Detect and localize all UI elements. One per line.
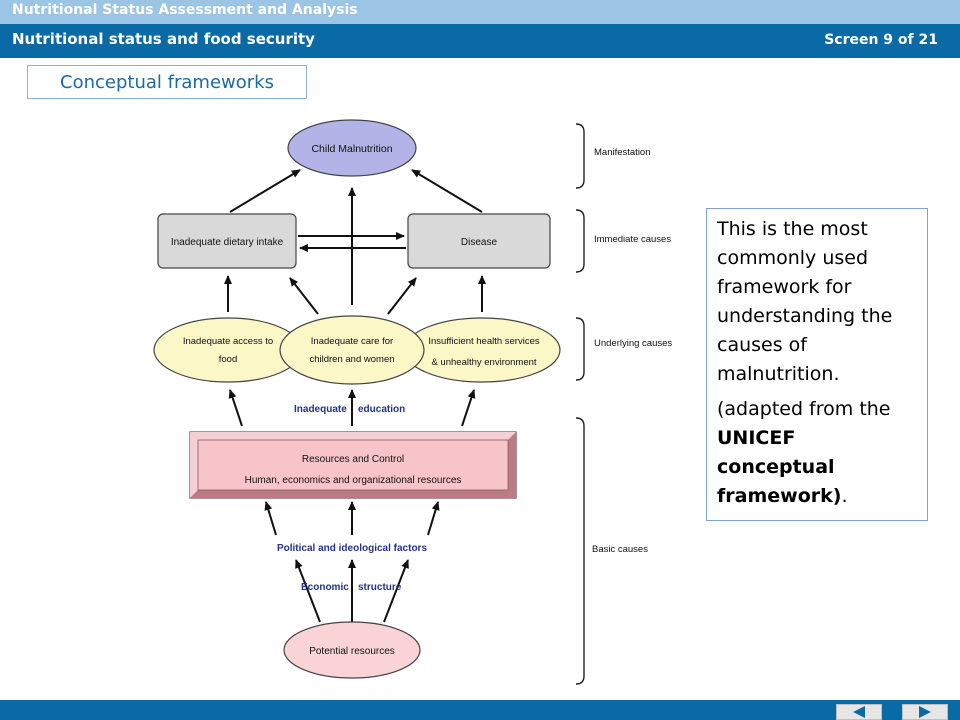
political-factors-label: Political and ideological factors: [277, 543, 427, 554]
resources-bevel-top: [190, 432, 516, 440]
section-tab: Conceptual frameworks: [27, 65, 307, 99]
potential-resources-node: [283, 621, 421, 679]
previous-screen-button[interactable]: [836, 704, 882, 720]
title-banner: Nutritional status and food security Scr…: [0, 24, 960, 58]
manifestation-bracket: [575, 123, 585, 189]
economic-label-a: Economic: [301, 582, 349, 593]
immediate-bracket: [575, 209, 585, 273]
top-banner: Nutritional Status Assessment and Analys…: [0, 0, 960, 24]
resources-inner: [197, 439, 509, 491]
potential-resources-label: Potential resources: [309, 646, 395, 657]
basic-level-label: Basic causes: [592, 544, 648, 555]
level-brackets: [575, 123, 585, 685]
resources-bevel-bottom: [190, 490, 516, 498]
screen-counter: Screen 9 of 21: [824, 32, 938, 48]
arrow-potential-right: [383, 559, 409, 623]
underlying-bracket: [575, 317, 585, 381]
resources-label-1: Resources and Control: [302, 454, 404, 465]
education-label-a: Inadequate: [294, 404, 347, 415]
access-food-label-1: Inadequate access to: [183, 336, 273, 347]
dietary-intake-node: [157, 213, 297, 269]
dietary-intake-label: Inadequate dietary intake: [171, 237, 284, 248]
arrow-dietary-to-malnutrition: [229, 169, 301, 213]
health-services-node: [403, 317, 561, 383]
arrow-resources-to-health: [461, 389, 476, 427]
child-malnutrition-label: Child Malnutrition: [311, 143, 392, 155]
callout-suffix: .: [841, 485, 848, 507]
callout-bold: UNICEF conceptual framework): [717, 427, 842, 507]
arrows: [224, 169, 486, 623]
economic-label-b: structure: [358, 582, 402, 593]
health-services-label-2: & unhealthy environment: [431, 357, 536, 368]
basic-bracket: [575, 417, 585, 685]
next-screen-button[interactable]: [902, 704, 948, 720]
left-triangle-icon: [853, 706, 865, 718]
arrow-resources-to-access: [228, 389, 243, 427]
access-food-label-2: food: [219, 354, 238, 365]
callout-paragraph-1: This is the most commonly used framework…: [717, 218, 893, 385]
immediate-level-label: Immediate causes: [594, 234, 671, 245]
health-services-label-1: Insufficient health services: [428, 336, 539, 347]
course-title: Nutritional Status Assessment and Analys…: [12, 2, 358, 18]
arrow-political-right: [427, 501, 440, 536]
manifestation-level-label: Manifestation: [594, 147, 651, 158]
resources-bevel-right: [508, 432, 516, 498]
module-title: Nutritional status and food security: [12, 30, 315, 48]
disease-node: [407, 213, 551, 269]
bottom-bar: [0, 700, 960, 720]
resources-bevel-left: [190, 432, 198, 498]
resources-label-2: Human, economics and organizational reso…: [245, 475, 462, 486]
arrow-political-left: [264, 501, 277, 536]
arrow-care-to-dietary: [289, 277, 319, 315]
care-node: [279, 315, 425, 385]
child-malnutrition-node: [287, 119, 417, 177]
care-label-2: children and women: [309, 354, 394, 365]
callout-paragraph-2: (adapted from the UNICEF conceptual fram…: [717, 395, 919, 511]
callout-prefix: (adapted from the: [717, 398, 891, 420]
right-triangle-icon: [919, 706, 931, 718]
underlying-level-label: Underlying causes: [594, 338, 672, 349]
arrow-potential-left: [295, 559, 321, 623]
education-label-b: education: [358, 404, 405, 415]
arrow-disease-to-malnutrition: [411, 169, 483, 213]
arrow-care-to-disease: [387, 277, 417, 315]
disease-label: Disease: [461, 237, 498, 248]
care-label-1: Inadequate care for: [311, 336, 393, 347]
explanation-callout: This is the most commonly used framework…: [706, 208, 928, 521]
